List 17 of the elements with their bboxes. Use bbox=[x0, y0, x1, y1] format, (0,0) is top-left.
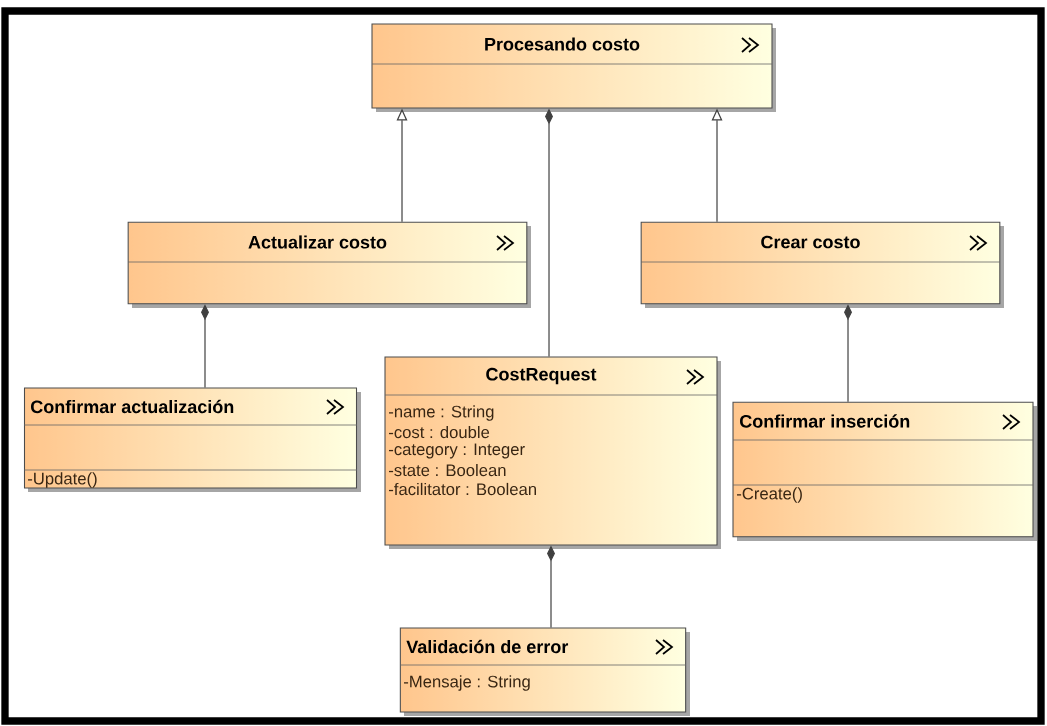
attribute-text: -Mensaje : String bbox=[404, 675, 530, 691]
connector bbox=[201, 304, 209, 389]
class-box: Actualizar costo bbox=[127, 221, 531, 308]
class-box: Procesando costo bbox=[371, 23, 776, 112]
connector bbox=[844, 304, 852, 403]
attribute-text: -category : Integer bbox=[389, 443, 525, 459]
class-box: Crear costo bbox=[640, 221, 1004, 308]
class-box: CostRequest -name : String -cost : double -category : Integer -state : Boolean -facilitator : Boolean bbox=[384, 356, 721, 549]
attribute-text: -state : Boolean bbox=[389, 463, 506, 477]
class-box: Confirmar actualización -Update() bbox=[23, 387, 361, 492]
class-box: Validación de error -Mensaje : String bbox=[399, 627, 690, 716]
attribute-text: -Update() bbox=[28, 472, 97, 488]
attribute-text: -name : String bbox=[389, 405, 494, 421]
attribute-text: -cost : double bbox=[389, 425, 490, 439]
class-box: Confirmar inserción -Create() bbox=[732, 401, 1037, 541]
attribute-text: -Create() bbox=[737, 487, 802, 503]
attribute-text: -facilitator : Boolean bbox=[389, 482, 536, 496]
